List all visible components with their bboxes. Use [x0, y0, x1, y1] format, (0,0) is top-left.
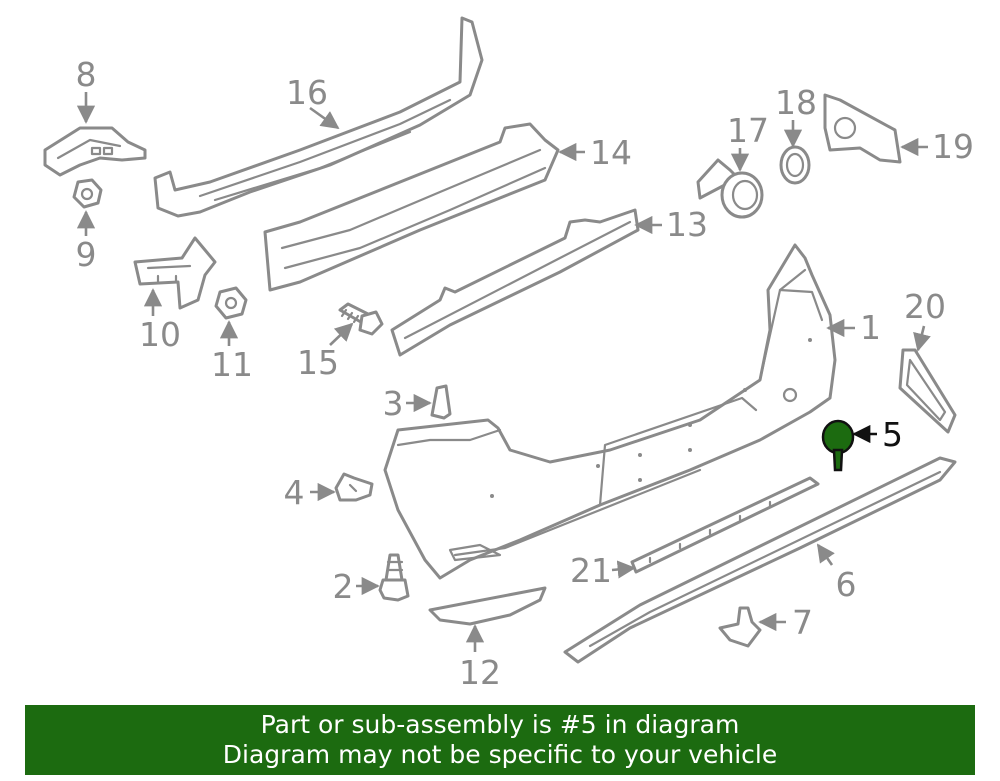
part-14-reinforcement[interactable]	[263, 122, 560, 292]
callout-18: 18	[775, 83, 817, 122]
callout-19: 19	[932, 127, 974, 166]
callout-10: 10	[139, 315, 181, 354]
leader-lines	[76, 92, 931, 652]
callout-16: 16	[286, 73, 328, 112]
callout-7: 7	[792, 603, 813, 642]
part-8-bracket[interactable]	[43, 126, 147, 177]
callout-15: 15	[297, 343, 339, 382]
part-1-bumper-cover[interactable]	[383, 243, 837, 580]
part-21-trim-strip[interactable]	[630, 476, 820, 574]
callout-9: 9	[76, 235, 97, 274]
callout-8: 8	[76, 55, 97, 94]
part-7-clip[interactable]	[718, 606, 762, 648]
banner-line-1: Part or sub-assembly is #5 in diagram	[260, 710, 740, 739]
part-18-sensor-ring[interactable]	[779, 145, 811, 185]
part-13-absorber[interactable]	[390, 208, 640, 357]
part-15-bolt[interactable]	[338, 302, 384, 336]
callout-5: 5	[882, 415, 903, 454]
part-20-reflector[interactable]	[898, 348, 957, 434]
part-6-diffuser-trim[interactable]	[563, 456, 957, 664]
part-3-clip[interactable]	[430, 384, 452, 420]
callout-17: 17	[727, 111, 769, 150]
callout-1: 1	[860, 308, 881, 347]
callout-14: 14	[590, 133, 632, 172]
part-10-guide-bracket[interactable]	[133, 236, 217, 310]
part-12-side-trim[interactable]	[428, 586, 547, 626]
part-5-sensor-bracket[interactable]	[821, 419, 855, 472]
part-2-screw[interactable]	[378, 553, 410, 602]
part-9-nut[interactable]	[72, 178, 103, 209]
part-19-sensor-holder[interactable]	[823, 93, 902, 164]
callout-6: 6	[836, 565, 857, 604]
part-11-nut[interactable]	[214, 286, 248, 320]
callout-labels: 8 9 10 11 16 14 13 15 17 18 19 20 1 3 4 …	[76, 55, 975, 692]
part-4-clip-nut[interactable]	[334, 472, 374, 502]
info-banner: Part or sub-assembly is #5 in diagram Di…	[25, 705, 975, 775]
part-16-upper-bar[interactable]	[153, 16, 484, 218]
callout-12: 12	[459, 653, 501, 692]
callout-11: 11	[211, 345, 253, 384]
part-17-sensor[interactable]	[696, 158, 764, 219]
callout-13: 13	[666, 205, 708, 244]
callout-4: 4	[284, 473, 305, 512]
callout-2: 2	[333, 567, 354, 606]
callout-21: 21	[570, 551, 612, 590]
callout-20: 20	[904, 287, 946, 326]
banner-line-2: Diagram may not be specific to your vehi…	[222, 740, 778, 769]
callout-3: 3	[383, 384, 404, 423]
